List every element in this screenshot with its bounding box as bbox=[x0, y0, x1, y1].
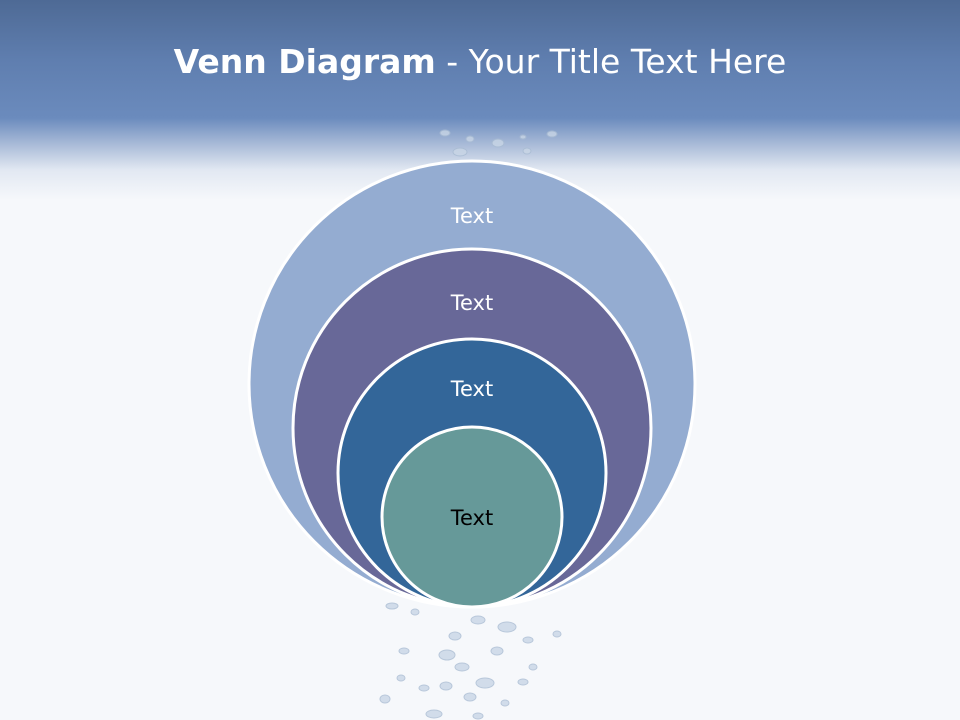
title-bold: Venn Diagram bbox=[173, 42, 436, 81]
venn-label-second: Text bbox=[450, 291, 493, 315]
venn-circle-inner bbox=[380, 425, 564, 609]
venn-label-inner: Text bbox=[450, 506, 493, 530]
venn-label-outer: Text bbox=[450, 204, 493, 228]
venn-label-third: Text bbox=[450, 377, 493, 401]
title-rest: - Your Title Text Here bbox=[435, 42, 787, 81]
slide-title: Venn Diagram - Your Title Text Here bbox=[0, 40, 960, 84]
